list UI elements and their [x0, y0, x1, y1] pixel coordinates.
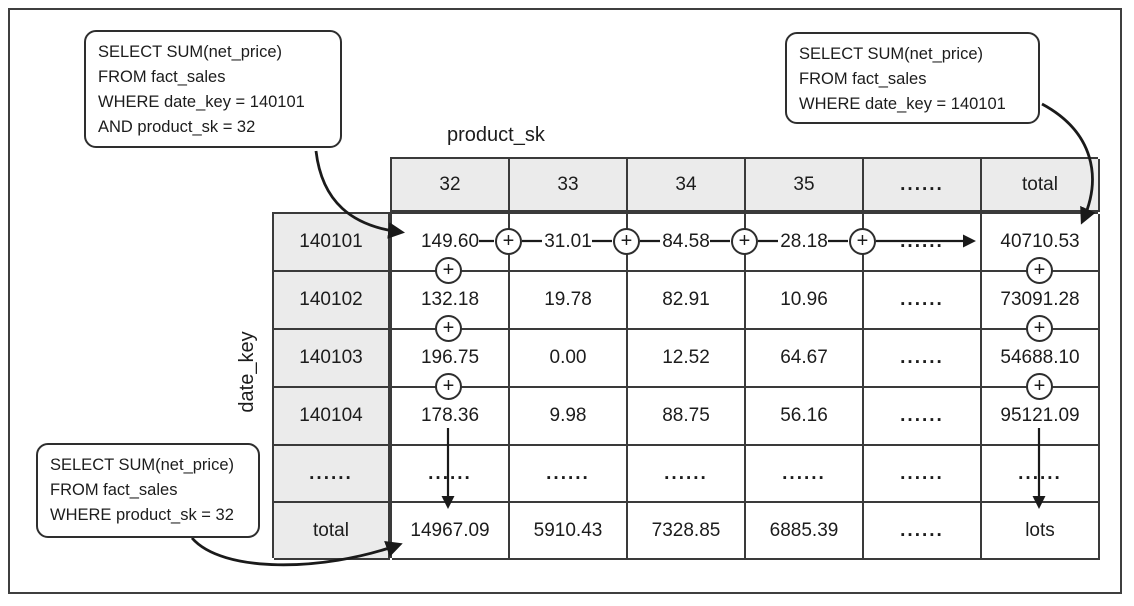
column-axis-label: product_sk	[447, 124, 545, 146]
row-header-cell: total	[274, 503, 390, 560]
data-cell: 12.52	[628, 330, 746, 388]
circled-plus-icon: +	[435, 373, 462, 400]
sql-line: SELECT SUM(net_price)	[799, 45, 984, 63]
data-cell: ......	[628, 446, 746, 503]
data-cell: ......	[864, 272, 982, 330]
row-axis-label: date_key	[236, 331, 258, 413]
sql-line: SELECT SUM(net_price)	[50, 456, 235, 474]
row-header-cell: 140101	[274, 214, 390, 272]
data-cell: 5910.43	[510, 503, 628, 560]
circled-plus-icon: +	[731, 228, 758, 255]
data-cell: 9.98	[510, 388, 628, 446]
data-cell: 19.78	[510, 272, 628, 330]
row-header-cell: 140104	[274, 388, 390, 446]
data-cell: 88.75	[628, 388, 746, 446]
data-cell: ......	[864, 446, 982, 503]
callout-sum-by-product: SELECT SUM(net_price) FROM fact_sales WH…	[36, 443, 260, 538]
callout-sum-by-date-and-product: SELECT SUM(net_price) FROM fact_sales WH…	[84, 30, 342, 148]
data-cell: 10.96	[746, 272, 864, 330]
data-cell: 64.67	[746, 330, 864, 388]
data-cell: lots	[982, 503, 1100, 560]
data-cell: 56.16	[746, 388, 864, 446]
data-cell: 82.91	[628, 272, 746, 330]
circled-plus-icon: +	[613, 228, 640, 255]
sql-line: WHERE date_key = 140101	[98, 93, 305, 111]
data-cell: ......	[982, 446, 1100, 503]
data-cell: 7328.85	[628, 503, 746, 560]
circled-plus-icon: +	[849, 228, 876, 255]
data-cell: 54688.10	[982, 330, 1100, 388]
data-cell: 84.58	[628, 214, 746, 272]
sql-line: WHERE date_key = 140101	[799, 95, 1006, 113]
data-cell: ......	[864, 388, 982, 446]
data-cell: 0.00	[510, 330, 628, 388]
circled-plus-icon: +	[495, 228, 522, 255]
data-cell: ......	[864, 330, 982, 388]
row-header-cell: 140102	[274, 272, 390, 330]
col-header-cell: ......	[864, 159, 982, 212]
col-header-cell: total	[982, 159, 1100, 212]
callout-sum-by-date: SELECT SUM(net_price) FROM fact_sales WH…	[785, 32, 1040, 124]
circled-plus-icon: +	[1026, 373, 1053, 400]
sql-line: FROM fact_sales	[799, 70, 927, 88]
data-cell: 28.18	[746, 214, 864, 272]
col-header-cell: 35	[746, 159, 864, 212]
data-cell: 6885.39	[746, 503, 864, 560]
data-cell: 73091.28	[982, 272, 1100, 330]
col-header-cell: 32	[392, 159, 510, 212]
circled-plus-icon: +	[1026, 257, 1053, 284]
data-cell: 31.01	[510, 214, 628, 272]
col-header-cell: 34	[628, 159, 746, 212]
sql-line: FROM fact_sales	[98, 68, 226, 86]
data-cell: ......	[864, 503, 982, 560]
data-cell: ......	[746, 446, 864, 503]
row-header-cell: ......	[274, 446, 390, 503]
row-header-cell: 140103	[274, 330, 390, 388]
sql-line: FROM fact_sales	[50, 481, 178, 499]
sql-line: WHERE product_sk = 32	[50, 506, 234, 524]
circled-plus-icon: +	[435, 315, 462, 342]
outer-frame	[8, 8, 1122, 594]
data-cell: ......	[510, 446, 628, 503]
col-header-cell: 33	[510, 159, 628, 212]
data-cell: ......	[392, 446, 510, 503]
circled-plus-icon: +	[1026, 315, 1053, 342]
sql-line: AND product_sk = 32	[98, 118, 256, 136]
data-cell: ......	[864, 214, 982, 272]
circled-plus-icon: +	[435, 257, 462, 284]
sql-line: SELECT SUM(net_price)	[98, 43, 283, 61]
data-cell: 14967.09	[392, 503, 510, 560]
